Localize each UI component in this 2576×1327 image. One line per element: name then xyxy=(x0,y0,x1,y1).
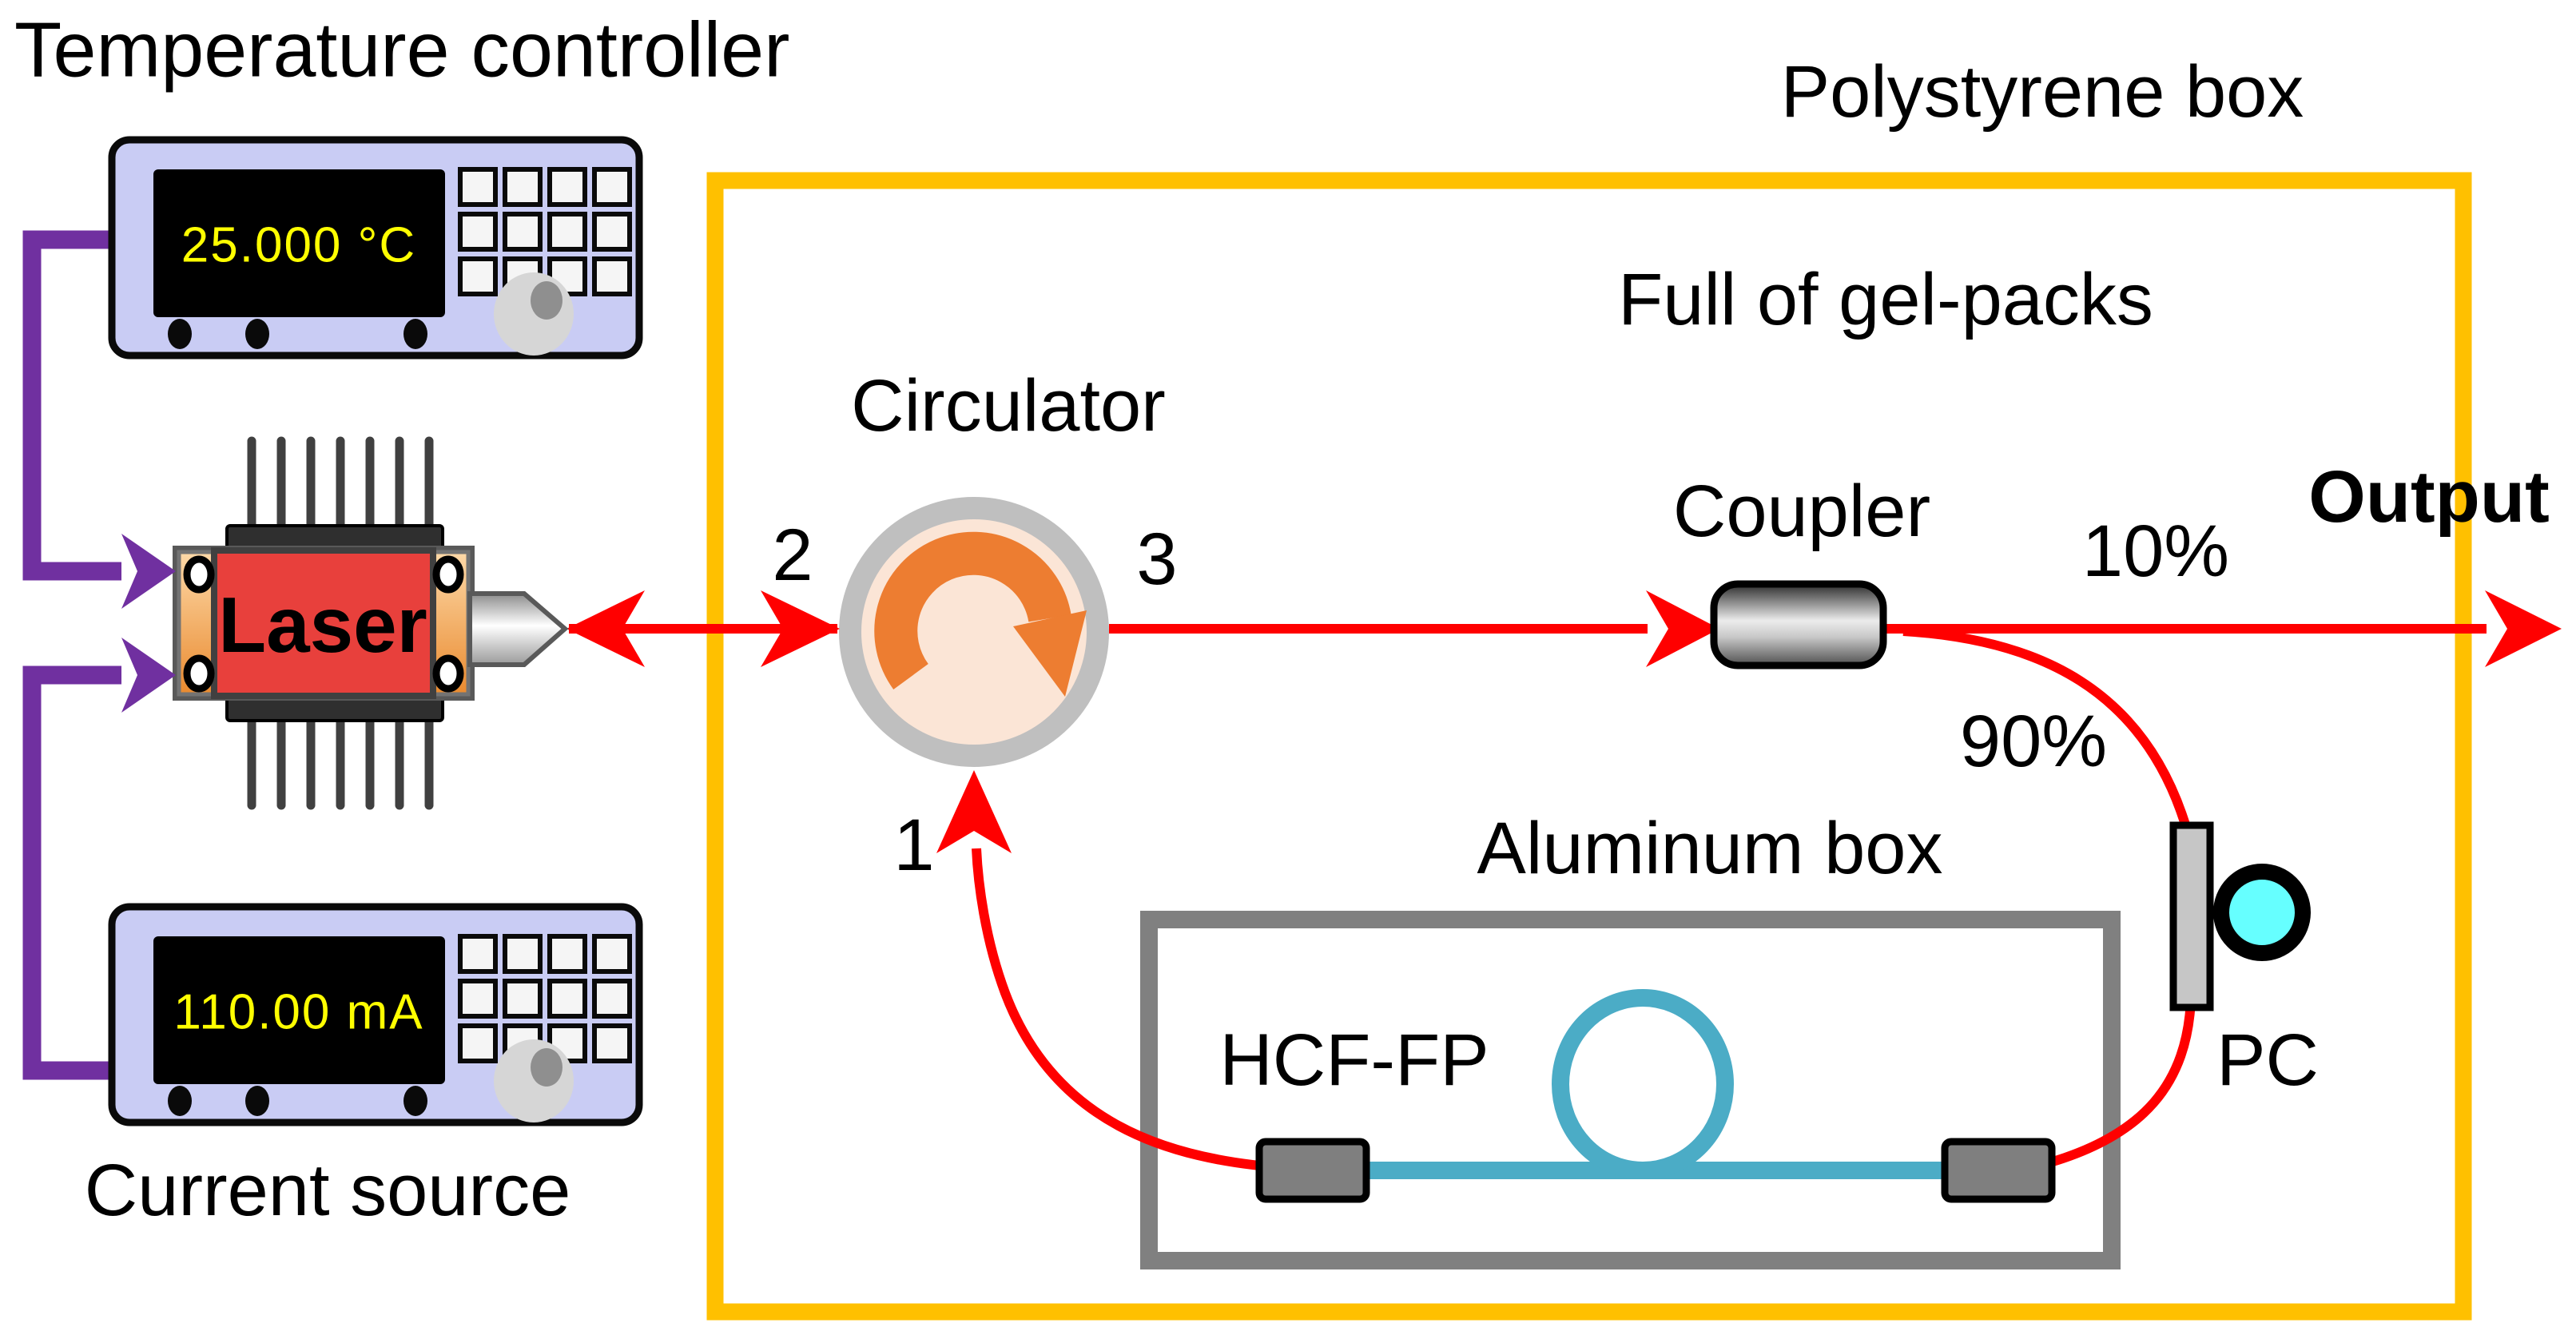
temperature-controller-label: Temperature controller xyxy=(14,6,789,93)
arrowhead-to-port2-icon xyxy=(761,590,840,667)
coupler-label: Coupler xyxy=(1673,471,1930,552)
current-readout: 110.00 mA xyxy=(173,985,423,1040)
device-knob-marker xyxy=(531,281,563,320)
fiber-connector-right xyxy=(1941,1138,2056,1203)
port2-label: 2 xyxy=(772,515,813,596)
gel-packs-label: Full of gel-packs xyxy=(1618,259,2153,340)
current-source-label: Current source xyxy=(85,1150,570,1231)
fiber-hcffp-to-port1 xyxy=(972,848,1289,1173)
device-port-icon xyxy=(403,319,427,349)
device-port-icon xyxy=(168,1086,192,1116)
temperature-readout: 25.000 °C xyxy=(181,218,416,273)
laser-diode: Laser xyxy=(173,436,569,810)
device-port-icon xyxy=(245,319,269,349)
laser-output-cone xyxy=(467,591,569,667)
control-wires xyxy=(22,230,176,1080)
aluminum-box-label: Aluminum box xyxy=(1477,808,1943,889)
port1-label: 1 xyxy=(893,805,934,886)
circulator-rotation-arc xyxy=(874,531,1071,689)
laser-label: Laser xyxy=(218,581,427,669)
polystyrene-box xyxy=(706,172,2472,1321)
arrowhead-to-coupler-icon xyxy=(1646,590,1719,667)
screw-hole-icon xyxy=(432,654,464,693)
pc-paddle xyxy=(2169,821,2214,1011)
device-keypad xyxy=(458,167,632,296)
fiber-connector-left xyxy=(1255,1138,1370,1203)
hcf-fp-label: HCF-FP xyxy=(1219,1019,1489,1101)
arrowhead-temp-wire-icon xyxy=(121,534,176,609)
wire-current-source xyxy=(22,665,121,1080)
circulator-rotation-arrow-icon xyxy=(1013,610,1087,697)
device-display xyxy=(153,936,445,1084)
polarization-controller xyxy=(2169,821,2311,1011)
screw-hole-icon xyxy=(432,555,464,594)
arrowhead-to-port1-icon xyxy=(936,770,1012,853)
arrowhead-current-wire-icon xyxy=(121,638,176,713)
pc-label: PC xyxy=(2216,1019,2319,1101)
device-knob-marker xyxy=(531,1048,563,1087)
current-source-device: 110.00 mA xyxy=(108,903,643,1126)
port3-label: 3 xyxy=(1136,518,1177,600)
circulator xyxy=(839,497,1109,767)
hcf-fiber-loop xyxy=(1552,989,1734,1179)
pc-loop-icon xyxy=(2213,864,2311,961)
tap-90-label: 90% xyxy=(1960,701,2107,782)
device-knob xyxy=(494,272,574,356)
fiber-pc-to-hcffp xyxy=(2034,999,2196,1171)
aluminum-box xyxy=(1140,911,2121,1269)
temperature-controller-device: 25.000 °C xyxy=(108,136,643,360)
device-display xyxy=(153,169,445,317)
fiber-90-branch xyxy=(1902,626,2192,834)
output-label: Output xyxy=(2308,456,2549,538)
screw-hole-icon xyxy=(183,654,215,693)
device-knob xyxy=(494,1039,574,1122)
hcf-fp-fiber xyxy=(1255,989,2056,1203)
wire-temperature-controller xyxy=(22,230,121,581)
circulator-label: Circulator xyxy=(851,365,1166,447)
device-port-icon xyxy=(245,1086,269,1116)
device-port-icon xyxy=(168,319,192,349)
tap-10-label: 10% xyxy=(2082,511,2229,592)
screw-hole-icon xyxy=(183,555,215,594)
coupler-body xyxy=(1710,580,1887,669)
fiber-path-red xyxy=(566,590,2562,1173)
arrowhead-to-laser-icon xyxy=(566,590,645,667)
laser-pins xyxy=(247,436,434,810)
polystyrene-box-label: Polystyrene box xyxy=(1781,51,2304,133)
arrowhead-output-icon xyxy=(2485,590,2562,667)
laser-body xyxy=(211,547,436,699)
device-port-icon xyxy=(403,1086,427,1116)
